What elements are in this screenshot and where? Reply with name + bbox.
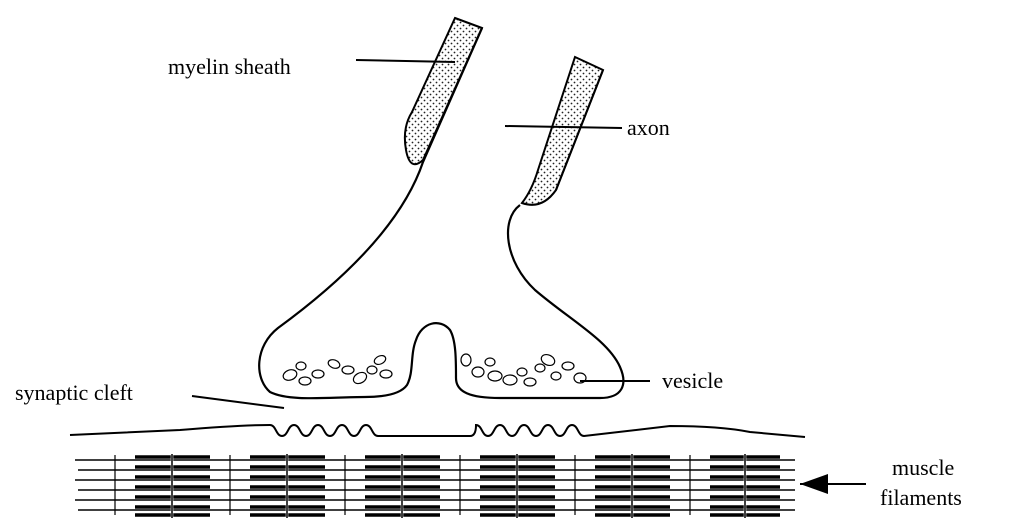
arrowhead-muscle-filaments xyxy=(800,474,828,494)
vesicle-mark xyxy=(296,362,306,370)
label-muscle: muscle xyxy=(892,455,954,480)
vesicles-left xyxy=(282,354,392,386)
vesicle-mark xyxy=(373,354,387,366)
vesicle-mark xyxy=(562,362,574,370)
vesicle-mark xyxy=(461,354,471,366)
vesicle-mark xyxy=(380,370,392,378)
label-axon: axon xyxy=(627,115,670,140)
label-filaments: filaments xyxy=(880,485,962,510)
muscle-membrane xyxy=(70,425,805,437)
muscle-filaments xyxy=(75,454,795,518)
vesicle-mark xyxy=(472,367,484,377)
vesicle-mark xyxy=(485,358,495,366)
vesicle-mark xyxy=(351,370,368,386)
label-vesicle: vesicle xyxy=(662,368,723,393)
vesicle-mark xyxy=(282,368,299,382)
vesicles-right xyxy=(461,353,586,386)
vesicle-mark xyxy=(342,366,354,374)
vesicle-mark xyxy=(299,377,311,385)
label-synaptic-cleft: synaptic cleft xyxy=(15,380,133,405)
vesicle-mark xyxy=(312,370,324,378)
vesicle-mark xyxy=(517,368,527,376)
vesicle-mark xyxy=(535,364,545,372)
vesicle-mark xyxy=(367,366,377,374)
vesicle-mark xyxy=(503,375,517,385)
myelin-sheath-left xyxy=(405,18,482,164)
vesicle-mark xyxy=(524,378,536,386)
vesicle-mark xyxy=(488,371,502,381)
vesicle-mark xyxy=(540,353,557,368)
myelin-sheath-right xyxy=(522,57,603,205)
label-myelin-sheath: myelin sheath xyxy=(168,54,291,79)
vesicle-mark xyxy=(327,358,341,370)
leader-axon xyxy=(505,126,622,128)
vesicle-mark xyxy=(551,372,561,380)
leader-synaptic-cleft xyxy=(192,396,284,408)
